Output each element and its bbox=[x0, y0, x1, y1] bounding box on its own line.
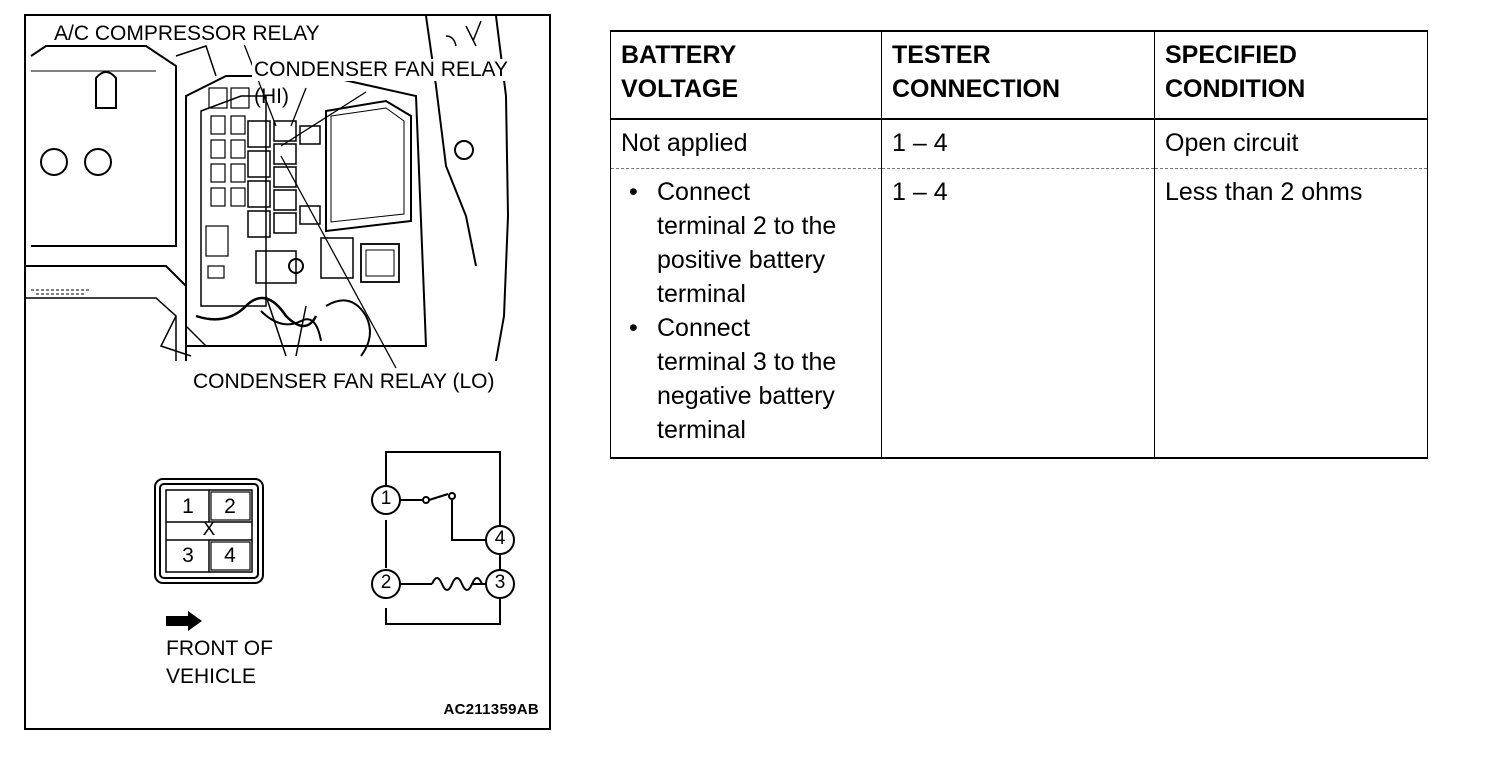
table-row: Connect terminal 2 to the positive batte… bbox=[610, 168, 1428, 459]
relay-location-figure: A/C COMPRESSOR RELAY CONDENSER FAN RELAY… bbox=[24, 14, 551, 730]
instruction-line: positive battery bbox=[657, 246, 826, 274]
relay-box-illustration bbox=[26, 16, 510, 369]
connector-terminal-1: 1 bbox=[182, 495, 194, 518]
schematic-terminal-1: 1 bbox=[380, 488, 392, 509]
header-text: SPECIFIED bbox=[1165, 41, 1297, 69]
header-battery-voltage: BATTERY VOLTAGE bbox=[610, 30, 882, 120]
relay-schematic-icon bbox=[371, 451, 515, 625]
switch-icon bbox=[400, 492, 486, 541]
coil-icon bbox=[400, 577, 486, 591]
front-arrow-icon bbox=[166, 611, 202, 631]
cell-tester-connection: 1 – 4 bbox=[881, 168, 1155, 459]
schematic-terminal-3: 3 bbox=[494, 572, 506, 593]
connector-terminal-2: 2 bbox=[224, 495, 236, 518]
header-tester-connection: TESTER CONNECTION bbox=[881, 30, 1155, 120]
cell-tester-connection: 1 – 4 bbox=[881, 119, 1155, 169]
front-of-vehicle-label-line2: VEHICLE bbox=[166, 665, 256, 688]
figure-code: AC211359AB bbox=[443, 701, 539, 718]
instruction-line: terminal bbox=[657, 280, 746, 308]
instruction-line: terminal 3 to the bbox=[657, 348, 837, 376]
header-text: CONDITION bbox=[1165, 75, 1306, 103]
cell-battery-voltage: Connect terminal 2 to the positive batte… bbox=[610, 168, 882, 459]
connector-outline-icon bbox=[154, 478, 264, 584]
table-header-row: BATTERY VOLTAGE TESTER CONNECTION SPECIF… bbox=[610, 30, 1428, 120]
instruction-line: terminal bbox=[657, 416, 746, 444]
list-item: Connect terminal 3 to the negative batte… bbox=[621, 311, 871, 447]
header-text: CONNECTION bbox=[892, 75, 1061, 103]
header-text: VOLTAGE bbox=[621, 75, 739, 103]
condenser-fan-relay-lo-label: CONDENSER FAN RELAY (LO) bbox=[191, 370, 497, 393]
instruction-list: Connect terminal 2 to the positive batte… bbox=[621, 175, 871, 447]
list-item: Connect terminal 2 to the positive batte… bbox=[621, 175, 871, 311]
header-text: TESTER bbox=[892, 41, 991, 69]
relay-check-table: BATTERY VOLTAGE TESTER CONNECTION SPECIF… bbox=[610, 30, 1428, 459]
condenser-fan-relay-hi-suffix: (HI) bbox=[254, 85, 289, 108]
header-specified-condition: SPECIFIED CONDITION bbox=[1154, 30, 1428, 120]
relay-connector-face: 1 2 X 3 4 bbox=[154, 478, 264, 584]
connector-terminal-3: 3 bbox=[182, 544, 194, 567]
schematic-terminal-2: 2 bbox=[380, 572, 392, 593]
cell-specified-condition: Open circuit bbox=[1154, 119, 1428, 169]
instruction-line: Connect bbox=[657, 314, 751, 342]
condenser-fan-relay-hi-label: CONDENSER FAN RELAY bbox=[252, 58, 510, 81]
cell-specified-condition: Less than 2 ohms bbox=[1154, 168, 1428, 459]
cell-battery-voltage: Not applied bbox=[610, 119, 882, 169]
connector-terminal-4: 4 bbox=[224, 544, 236, 567]
instruction-line: negative battery bbox=[657, 382, 835, 410]
table-row: Not applied 1 – 4 Open circuit bbox=[610, 119, 1428, 169]
connector-center-mark: X bbox=[202, 519, 216, 540]
front-of-vehicle-label: FRONT OF bbox=[166, 637, 273, 660]
schematic-terminal-4: 4 bbox=[494, 528, 506, 549]
header-text: BATTERY bbox=[621, 41, 737, 69]
ac-compressor-relay-label: A/C COMPRESSOR RELAY bbox=[52, 22, 322, 45]
instruction-line: terminal 2 to the bbox=[657, 212, 837, 240]
instruction-line: Connect bbox=[657, 178, 751, 206]
